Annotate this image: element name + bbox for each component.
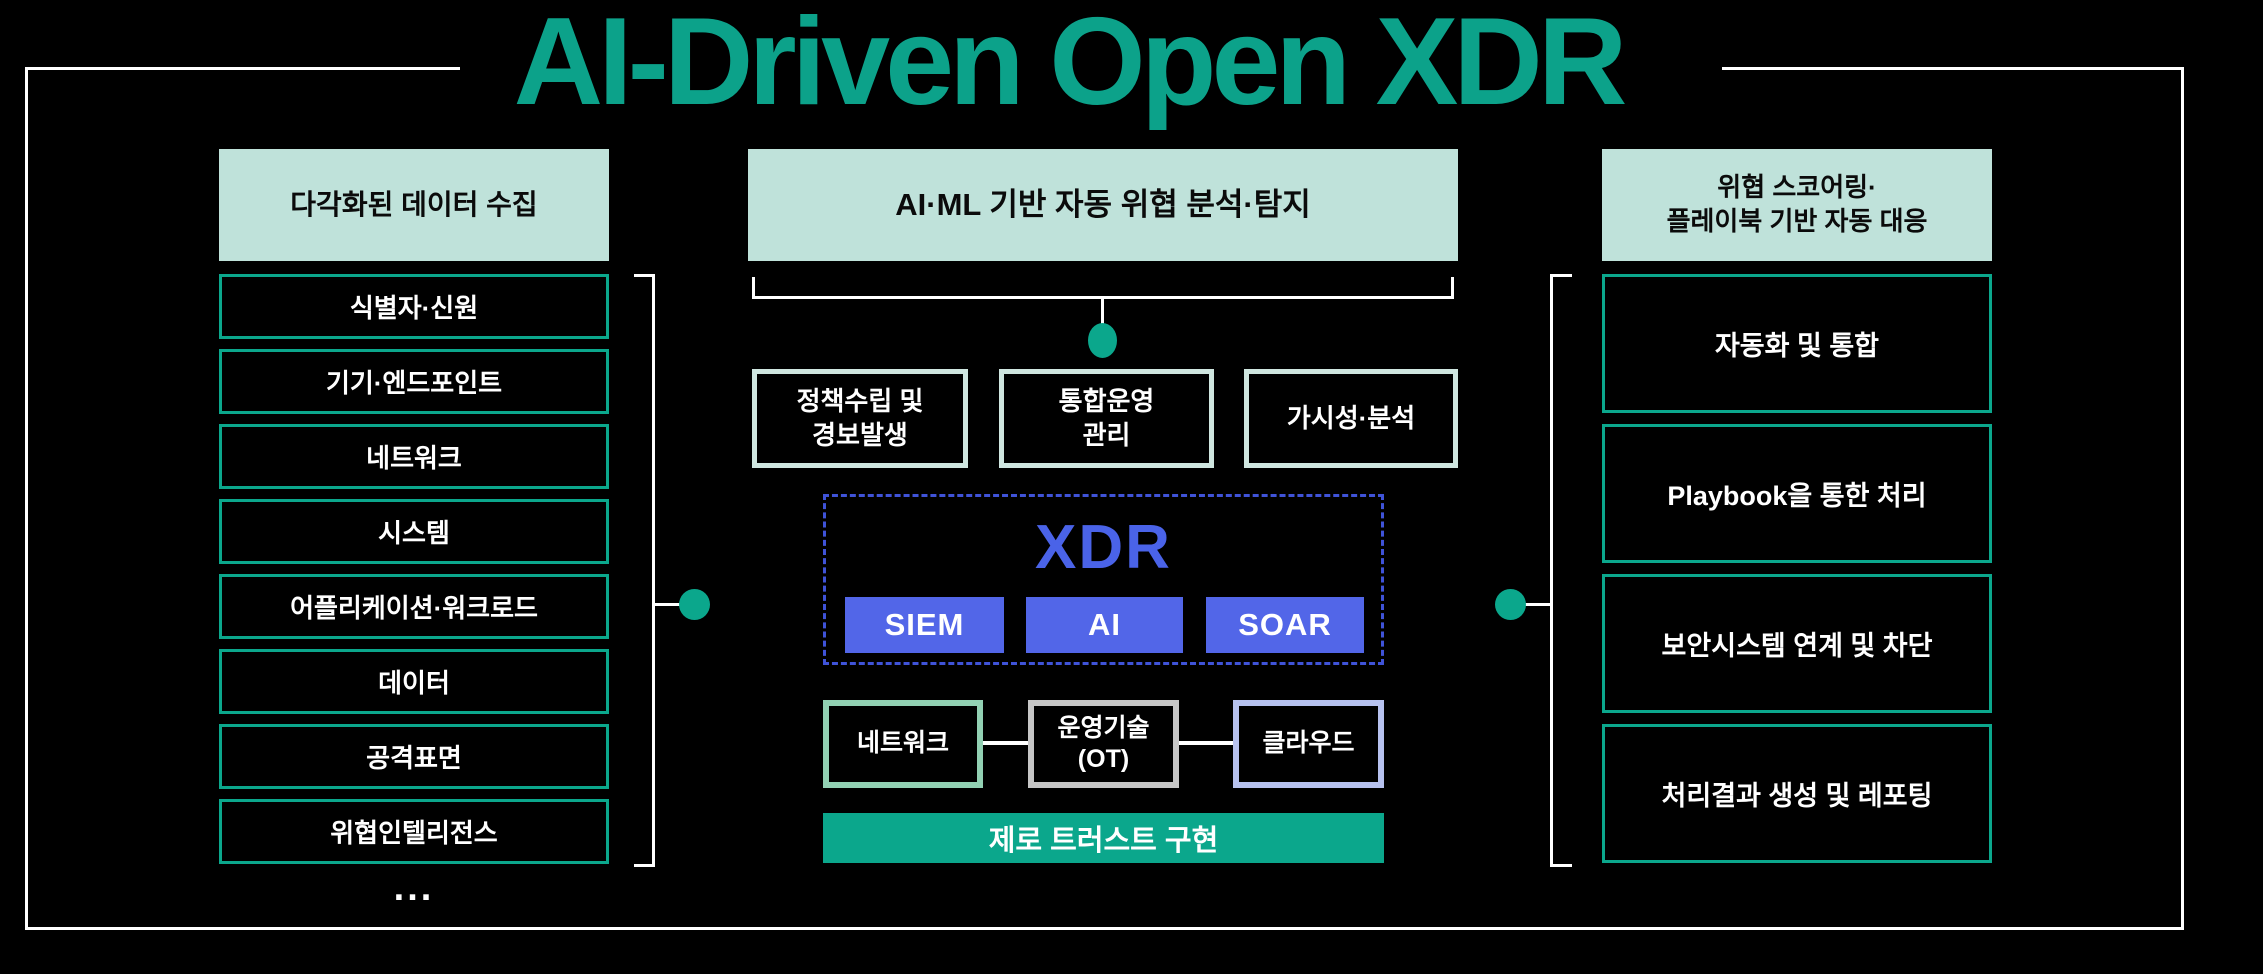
center-bracket-tick-right [1451, 277, 1454, 299]
response-item: 보안시스템 연계 및 차단 [1602, 574, 1992, 713]
xdr-component-soar: SOAR [1206, 597, 1364, 653]
right-connector-dot [1495, 589, 1526, 620]
infra-connector-line [983, 741, 1028, 745]
infra-box-ot: 운영기술 (OT) [1028, 700, 1179, 788]
response-item: 자동화 및 통합 [1602, 274, 1992, 413]
left-panel-header: 다각화된 데이터 수집 [219, 149, 609, 261]
right-connector-line [1524, 603, 1550, 606]
title-border-gap [460, 59, 1722, 79]
data-source-item: 네트워크 [219, 424, 609, 489]
right-bracket-arm-bottom [1551, 864, 1572, 867]
center-bracket-tick-left [752, 277, 755, 299]
left-bracket-line [652, 274, 655, 867]
center-connector-stem [1101, 298, 1104, 325]
function-box: 통합운영 관리 [999, 369, 1214, 468]
response-item: Playbook을 통한 처리 [1602, 424, 1992, 563]
left-connector-dot [679, 589, 710, 620]
left-bracket-arm-top [634, 274, 655, 277]
center-bracket-line [752, 296, 1454, 299]
xdr-component-siem: SIEM [845, 597, 1004, 653]
function-box: 정책수립 및 경보발생 [752, 369, 968, 468]
data-source-item: 식별자·신원 [219, 274, 609, 339]
right-bracket-arm-top [1551, 274, 1572, 277]
page-title: AI-Driven Open XDR [513, 0, 1628, 131]
data-source-item: 기기·엔드포인트 [219, 349, 609, 414]
xdr-component-ai: AI [1026, 597, 1183, 653]
data-source-item: 데이터 [219, 649, 609, 714]
infra-box-network: 네트워크 [823, 700, 983, 788]
left-bracket-arm-bottom [634, 864, 655, 867]
response-item: 처리결과 생성 및 레포팅 [1602, 724, 1992, 863]
right-bracket-line [1550, 274, 1553, 867]
xdr-label: XDR [1035, 512, 1172, 582]
data-source-item: 위협인텔리전스 [219, 799, 609, 864]
zero-trust-banner: 제로 트러스트 구현 [823, 813, 1384, 863]
left-panel-ellipsis: ... [393, 866, 435, 909]
function-box: 가시성·분석 [1244, 369, 1458, 468]
infra-connector-line [1179, 741, 1233, 745]
data-source-item: 공격표면 [219, 724, 609, 789]
left-connector-line [655, 603, 681, 606]
center-connector-dot [1088, 323, 1117, 358]
data-source-item: 어플리케이션·워크로드 [219, 574, 609, 639]
data-source-item: 시스템 [219, 499, 609, 564]
right-panel-header: 위협 스코어링· 플레이북 기반 자동 대응 [1602, 149, 1992, 261]
infra-box-cloud: 클라우드 [1233, 700, 1384, 788]
center-panel-header: AI·ML 기반 자동 위협 분석·탐지 [748, 149, 1458, 261]
